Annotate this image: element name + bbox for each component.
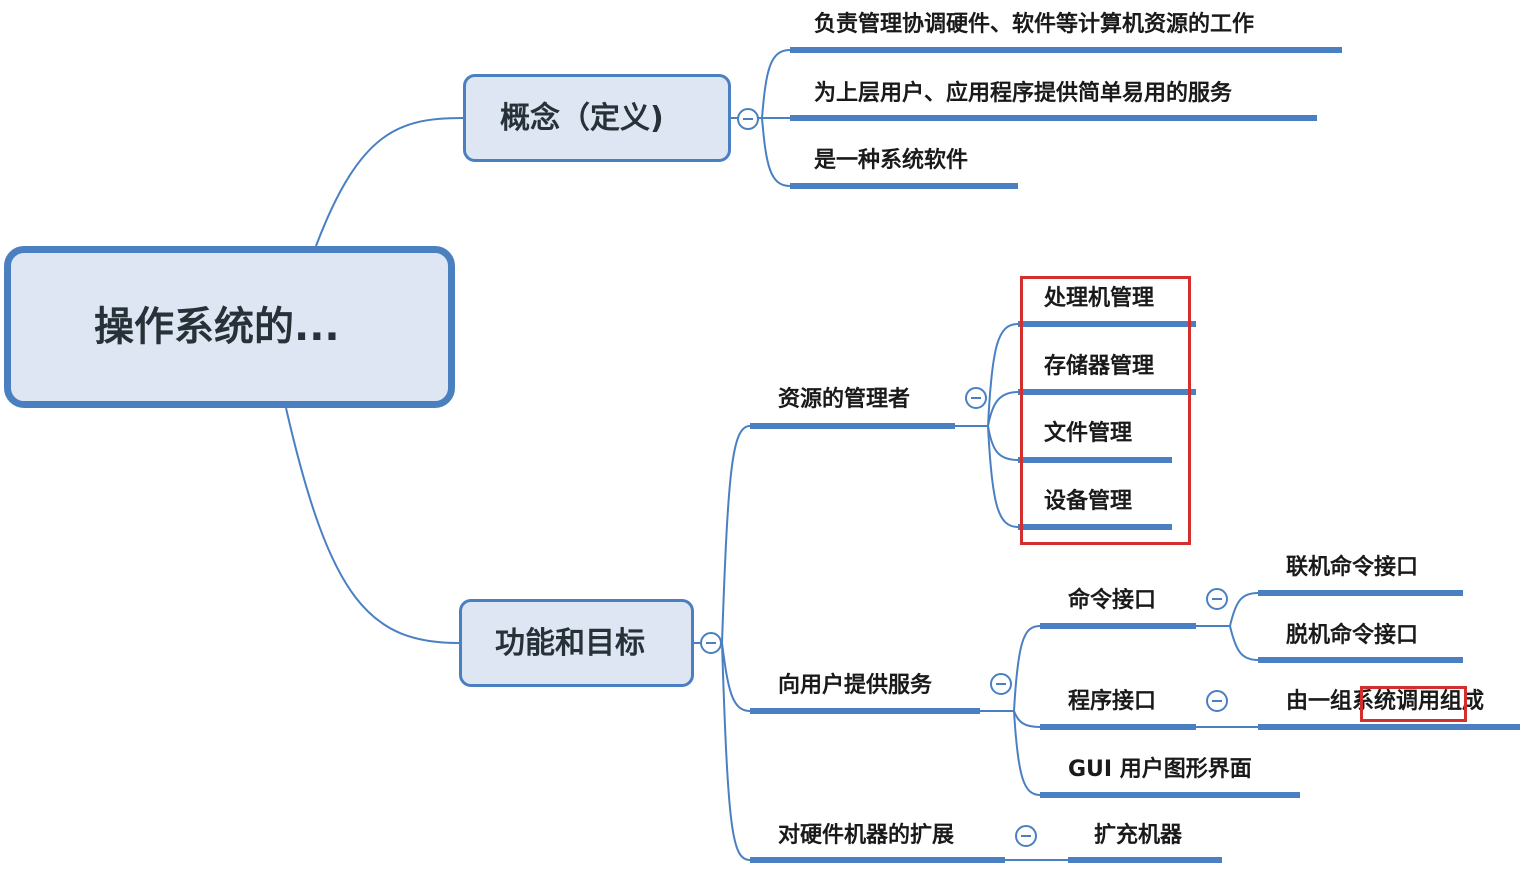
resource-item-processor: 处理机管理 (1044, 286, 1155, 311)
system-call-highlight-box (1360, 686, 1467, 722)
concept-item-3: 是一种系统软件 (814, 148, 969, 173)
concept-item-2-underline (790, 115, 1317, 121)
user-services-collapse-toggle[interactable] (990, 673, 1012, 695)
resource-manager-label: 资源的管理者 (778, 387, 911, 412)
branch-functions-extension (721, 642, 751, 861)
program-interface-underline (1040, 724, 1196, 730)
command-interface-collapse-toggle[interactable] (1206, 588, 1228, 610)
extension-item-expanded-machine: 扩充机器 (1094, 823, 1183, 848)
resource-item-device-underline (1018, 524, 1172, 530)
gui-label: GUI 用户图形界面 (1068, 757, 1252, 782)
resource-item-memory: 存储器管理 (1044, 354, 1155, 379)
hardware-extension-collapse-toggle[interactable] (1015, 825, 1037, 847)
branch-resource-2 (987, 391, 1019, 427)
branch-command-1 (1229, 592, 1259, 627)
branch-services-program (1013, 710, 1041, 728)
branch-resource-4 (987, 425, 1019, 528)
branch-functions-services (721, 642, 751, 712)
branch-services-gui (1013, 710, 1041, 796)
hardware-extension-label: 对硬件机器的扩展 (778, 823, 955, 848)
program-interface-detail: 由一组系统调用组成 (1286, 691, 1484, 713)
branch-services-command (1013, 625, 1041, 712)
root-label: 操作系统的... (94, 304, 340, 350)
functions-node[interactable] (459, 599, 694, 687)
command-interface-underline (1040, 623, 1196, 629)
root-node[interactable] (4, 246, 455, 408)
branch-command-2 (1229, 625, 1259, 661)
functions-collapse-toggle[interactable] (700, 632, 722, 654)
command-item-online-underline (1258, 590, 1463, 596)
resource-manager-collapse-toggle[interactable] (965, 387, 987, 409)
concept-label: 概念（定义) (500, 101, 664, 136)
resource-manager-underline (750, 423, 955, 429)
user-services-underline (750, 708, 980, 714)
concept-node[interactable] (463, 74, 731, 162)
program-interface-label: 程序接口 (1068, 689, 1157, 714)
resource-item-file-underline (1018, 457, 1172, 463)
concept-collapse-toggle[interactable] (737, 108, 759, 130)
resource-items-highlight-box (1020, 276, 1191, 545)
gui-underline (1040, 792, 1300, 798)
program-detail-prefix: 由一组 (1286, 689, 1353, 714)
resource-item-processor-underline (1018, 321, 1196, 327)
resource-item-device: 设备管理 (1044, 489, 1133, 514)
concept-item-3-underline (790, 183, 1018, 189)
command-item-online: 联机命令接口 (1286, 555, 1419, 580)
user-services-label: 向用户提供服务 (778, 673, 933, 698)
branch-concept-1 (761, 49, 791, 119)
concept-item-1: 负责管理协调硬件、软件等计算机资源的工作 (814, 12, 1255, 37)
program-interface-collapse-toggle[interactable] (1206, 690, 1228, 712)
branch-root-functions (285, 407, 460, 644)
branch-functions-resource (721, 425, 751, 644)
extension-item-underline (1068, 857, 1222, 863)
concept-item-1-underline (790, 47, 1342, 53)
branch-root-concept (315, 117, 464, 247)
resource-item-file: 文件管理 (1044, 421, 1133, 446)
branch-concept-3 (761, 117, 791, 187)
concept-item-2: 为上层用户、应用程序提供简单易用的服务 (814, 81, 1233, 106)
command-interface-label: 命令接口 (1068, 588, 1157, 613)
branch-resource-1 (987, 323, 1019, 427)
command-item-offline-underline (1258, 657, 1463, 663)
hardware-extension-underline (750, 857, 1005, 863)
program-detail-suffix: 组成 (1440, 689, 1485, 714)
command-item-offline: 脱机命令接口 (1286, 623, 1419, 648)
system-call-highlight: 系统调用 (1352, 689, 1441, 714)
resource-item-memory-underline (1018, 389, 1196, 395)
functions-label: 功能和目标 (495, 626, 645, 661)
program-interface-detail-underline (1258, 724, 1520, 730)
branch-resource-3 (987, 425, 1019, 461)
